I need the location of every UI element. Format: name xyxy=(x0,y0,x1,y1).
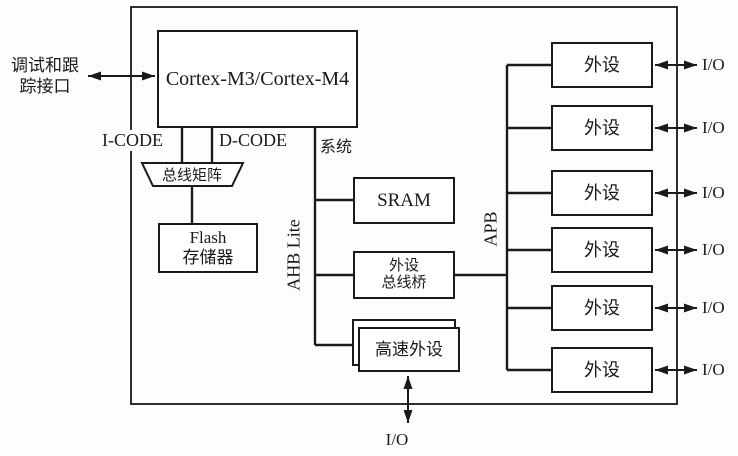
io-label-6: I/O xyxy=(702,360,725,379)
flash-label-line1: Flash xyxy=(189,228,227,248)
sram-label: SRAM xyxy=(377,189,431,211)
highspeed-peripheral-box: 高速外设 xyxy=(358,327,460,372)
peripheral-bridge-box: 外设 总线桥 xyxy=(353,251,455,299)
bridge-label-line2: 总线桥 xyxy=(381,275,427,291)
peripheral-label-6: 外设 xyxy=(584,359,620,380)
flash-label-line2: 存储器 xyxy=(182,248,234,267)
peripheral-label-2: 外设 xyxy=(584,117,620,138)
apb-label: APB xyxy=(480,211,501,247)
highspeed-label: 高速外设 xyxy=(375,339,443,359)
bus-matrix-label: 总线矩阵 xyxy=(161,168,222,184)
peripheral-box-1: 外设 xyxy=(551,42,653,88)
debug-label-line2: 踪接口 xyxy=(19,77,71,97)
debug-label-line1: 调试和跟 xyxy=(11,56,79,75)
peripheral-label-5: 外设 xyxy=(584,297,620,318)
peripheral-box-4: 外设 xyxy=(551,227,653,273)
peripheral-label-3: 外设 xyxy=(584,182,620,203)
system-bus-label: 系统 xyxy=(320,139,353,156)
peripheral-box-3: 外设 xyxy=(551,170,653,216)
io-label-4: I/O xyxy=(702,240,725,259)
cpu-box: Cortex-M3/Cortex-M4 xyxy=(157,30,358,128)
debug-interface-label: 调试和跟 踪接口 xyxy=(2,55,88,98)
cpu-label: Cortex-M3/Cortex-M4 xyxy=(165,67,350,90)
io-label-5: I/O xyxy=(702,298,725,317)
io-label-1: I/O xyxy=(702,55,725,74)
flash-box: Flash 存储器 xyxy=(158,223,258,273)
peripheral-box-2: 外设 xyxy=(551,105,653,151)
sram-box: SRAM xyxy=(353,177,455,224)
dcode-label: D-CODE xyxy=(219,130,287,150)
bottom-io-label: I/O xyxy=(385,430,409,449)
peripheral-label-4: 外设 xyxy=(584,239,620,260)
icode-label: I-CODE xyxy=(99,130,166,151)
bridge-label-line1: 外设 xyxy=(388,257,419,274)
io-label-3: I/O xyxy=(702,183,725,202)
peripheral-box-5: 外设 xyxy=(551,285,653,331)
peripheral-box-6: 外设 xyxy=(551,347,653,393)
io-label-2: I/O xyxy=(702,118,725,137)
peripheral-label-1: 外设 xyxy=(584,54,620,75)
ahb-lite-label: AHB Lite xyxy=(283,219,304,291)
